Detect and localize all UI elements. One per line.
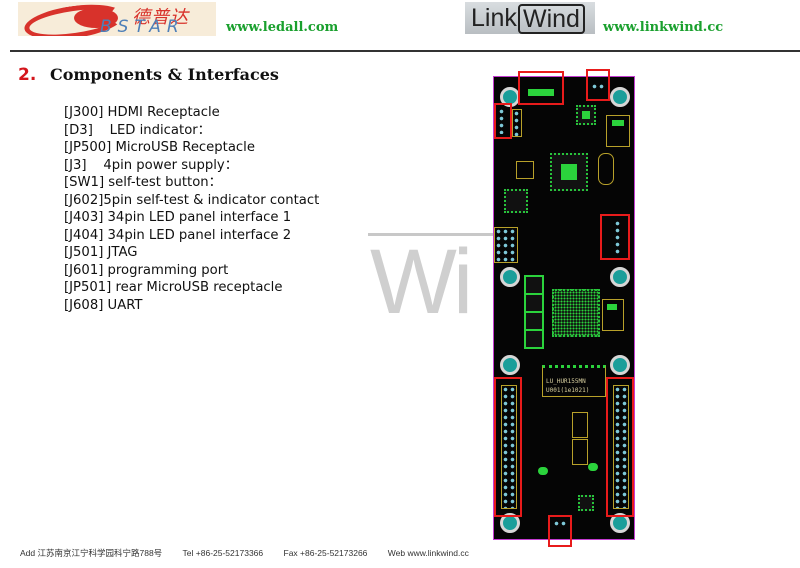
selftest-button <box>516 161 534 179</box>
mounting-hole-icon <box>610 513 630 533</box>
mounting-hole-icon <box>500 267 520 287</box>
list-item: [JP500] MicroUSB Receptacle <box>64 140 255 155</box>
selftest-contact-highlight <box>494 103 512 139</box>
component-list: [J300] HDMI Receptacle [D3] LED indicato… <box>64 104 319 314</box>
section-number: 2. <box>18 65 37 85</box>
hdmi-receptacle-highlight <box>518 71 564 105</box>
list-item: [J501] JTAG <box>64 245 138 260</box>
header-divider <box>10 50 800 52</box>
memory-chip <box>524 275 544 295</box>
list-item: [SW1] self-test button： <box>64 175 222 190</box>
small-ic <box>578 495 594 511</box>
ic <box>572 439 588 465</box>
crystal <box>598 153 614 185</box>
list-item: [J403] 34pin LED panel interface 1 <box>64 210 292 225</box>
footer-fax: Fax +86-25-52173266 <box>283 548 368 558</box>
regulator <box>606 115 630 147</box>
linkwind-logo-link-text: Link <box>471 4 517 32</box>
led <box>538 467 548 475</box>
list-item: [D3] LED indicator： <box>64 122 211 138</box>
memory-chip <box>524 293 544 313</box>
footer: Add 江苏南京江宁科学园科宁路788号 Tel +86-25-52173366… <box>20 547 487 559</box>
linkwind-logo: Link Wind <box>465 2 595 34</box>
ledall-url-link[interactable]: www.ledall.com <box>226 20 339 35</box>
list-item: [J602]5pin self-test & indicator contact <box>64 192 320 208</box>
footer-web[interactable]: Web www.linkwind.cc <box>387 548 469 558</box>
ic-label-line1: LU_HUR155MN <box>546 378 586 385</box>
led-panel-interface-1-highlight <box>494 377 522 517</box>
list-item: [JP501] rear MicroUSB receptacle <box>64 280 283 295</box>
footer-address: Add 江苏南京江宁科学园科宁路788号 <box>20 548 163 558</box>
led-panel-interface-2-highlight <box>606 377 634 517</box>
list-item: [J404] 34pin LED panel interface 2 <box>64 227 292 243</box>
footer-tel: Tel +86-25-52173366 <box>182 548 264 558</box>
microusb-top-highlight <box>586 69 610 101</box>
bstar-logo-chinese: 德普达 <box>132 7 189 28</box>
mounting-hole-icon <box>610 355 630 375</box>
led <box>588 463 598 471</box>
linkwind-logo-wind-text: Wind <box>518 4 585 34</box>
mounting-hole-icon <box>610 87 630 107</box>
memory-chip <box>524 311 544 331</box>
mcu-chip <box>550 153 588 191</box>
pcb-ic-label: LU_HUR155MN U001(1e1021) <box>546 377 589 395</box>
header-pins <box>512 109 522 137</box>
section-title: Components & Interfaces <box>50 65 279 84</box>
watermark-line <box>368 233 498 236</box>
memory-chip <box>524 329 544 349</box>
ic <box>572 412 588 438</box>
list-item: [J3] 4pin power supply： <box>64 157 238 173</box>
jtag-header <box>494 227 518 263</box>
rear-microusb-highlight <box>548 515 572 547</box>
mounting-hole-icon <box>500 355 520 375</box>
fpga-bga-chip <box>552 289 600 337</box>
qfn-chip <box>504 189 528 213</box>
bstar-swoosh-fill-icon <box>74 8 118 28</box>
linkwind-url-link[interactable]: www.linkwind.cc <box>603 20 724 35</box>
small-ic <box>576 105 596 125</box>
bstar-logo: 德普达 BSTAR <box>18 2 216 36</box>
driver-ic <box>542 365 606 397</box>
power-supply-highlight <box>600 214 630 260</box>
list-item: [J300] HDMI Receptacle <box>64 105 220 120</box>
bstar-logo-english: BSTAR <box>100 17 185 36</box>
pcb-board-image: LU_HUR155MN U001(1e1021) <box>493 69 635 547</box>
list-item: [J608] UART <box>64 297 143 313</box>
watermark-text: Wi <box>370 231 473 333</box>
ic-label-line2: U001(1e1021) <box>546 387 590 394</box>
mounting-hole-icon <box>610 267 630 287</box>
regulator <box>602 299 624 331</box>
mounting-hole-icon <box>500 513 520 533</box>
list-item: [J601] programming port <box>64 262 229 278</box>
